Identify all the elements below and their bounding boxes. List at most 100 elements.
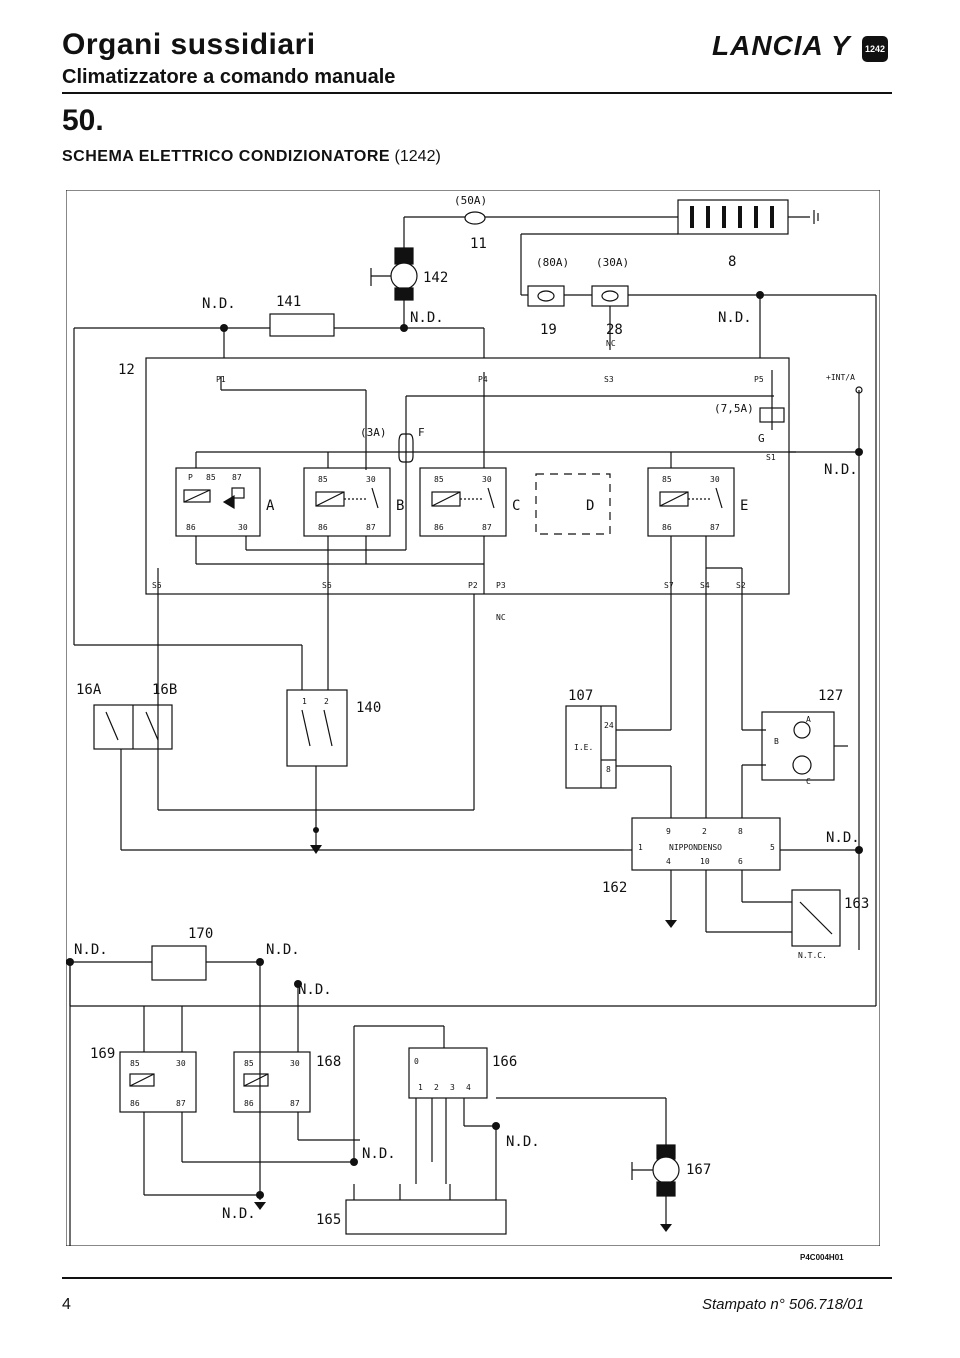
nd-label-162: N.D. xyxy=(826,830,860,846)
fuse-50a-label: (50A) xyxy=(454,194,487,207)
relay-b-pin-86: 86 xyxy=(318,523,328,532)
component-16b-label: 16B xyxy=(152,682,177,698)
pin-s6: S6 xyxy=(322,581,332,590)
relay-168-pin-85: 85 xyxy=(244,1059,254,1068)
relay-168-pin-30: 30 xyxy=(290,1059,300,1068)
component-142-label: 142 xyxy=(423,270,448,286)
pin-p4: P4 xyxy=(478,375,488,384)
switch-166-pin-2: 2 xyxy=(434,1083,439,1092)
ecu-162-pin-5: 5 xyxy=(770,843,775,852)
fuse-3a-label: (3A) xyxy=(360,426,387,439)
nd-label-141: N.D. xyxy=(202,296,236,312)
relay-e-pin-87: 87 xyxy=(710,523,720,532)
component-107-label: 107 xyxy=(568,688,593,704)
relay-b-pin-87: 87 xyxy=(366,523,376,532)
diagram-caption: SCHEMA ELETTRICO CONDIZIONATORE (1242) xyxy=(62,148,441,166)
relay-b-letter: B xyxy=(396,498,404,514)
relay-c-pin-87: 87 xyxy=(482,523,492,532)
pin-s5: S5 xyxy=(152,581,162,590)
relay-c-pin-85: 85 xyxy=(434,475,444,484)
relay-168-pin-86: 86 xyxy=(244,1099,254,1108)
sensor-127-pin-b: B xyxy=(774,737,779,746)
fuse-f-letter: F xyxy=(418,426,425,439)
nd-label-166: N.D. xyxy=(506,1134,540,1150)
diagram-reference-code: P4C004H01 xyxy=(800,1253,844,1262)
switch-166-pin-0: 0 xyxy=(414,1057,419,1066)
component-8-label: 8 xyxy=(728,254,736,270)
relay-b-pin-30: 30 xyxy=(366,475,376,484)
relay-e-pin-86: 86 xyxy=(662,523,672,532)
component-165-label: 165 xyxy=(316,1212,341,1228)
ecu-107-pin-24: 24 xyxy=(604,721,614,730)
footer-rule xyxy=(62,1277,892,1279)
fuse-7-5a-label: (7,5A) xyxy=(714,402,754,415)
section-number: 50. xyxy=(62,104,104,137)
nd-label-168: N.D. xyxy=(298,982,332,998)
header-rule xyxy=(62,92,892,94)
component-170-label: 170 xyxy=(188,926,213,942)
pin-s4: S4 xyxy=(700,581,710,590)
switch-140-pin-2: 2 xyxy=(324,697,329,706)
brand-logo: LANCIA Y xyxy=(712,30,851,61)
component-28-label: 28 xyxy=(606,322,623,338)
component-141-label: 141 xyxy=(276,294,301,310)
pin-s3: S3 xyxy=(604,375,614,384)
nd-label-170-right: N.D. xyxy=(266,942,300,958)
nd-label-170-left: N.D. xyxy=(74,942,108,958)
relay-e-pin-30: 30 xyxy=(710,475,720,484)
ecu-162-pin-10: 10 xyxy=(700,857,710,866)
relay-a-pin-86: 86 xyxy=(186,523,196,532)
wiring-diagram: (50A) 11 8 142 141 (80A) (30A) 19 28 12 … xyxy=(66,190,880,1246)
int-a-label: +INT/A xyxy=(826,373,855,382)
relay-a-pin-85: 85 xyxy=(206,473,216,482)
relay-e-pin-85: 85 xyxy=(662,475,672,484)
print-reference: Stampato n° 506.718/01 xyxy=(702,1296,864,1313)
nd-label-142: N.D. xyxy=(410,310,444,326)
component-162-label: 162 xyxy=(602,880,627,896)
nc-label-p3: NC xyxy=(496,613,506,622)
nd-label-bottom: N.D. xyxy=(222,1206,256,1222)
pin-s1: S1 xyxy=(766,453,776,462)
relay-e-letter: E xyxy=(740,498,748,514)
relay-a-pin-30: 30 xyxy=(238,523,248,532)
component-168-label: 168 xyxy=(316,1054,341,1070)
nc-label-s3: NC xyxy=(606,339,616,348)
ecu-107-pin-8: 8 xyxy=(606,765,611,774)
nd-label-165: N.D. xyxy=(362,1146,396,1162)
ecu-162-pin-2: 2 xyxy=(702,827,707,836)
pin-p5: P5 xyxy=(754,375,764,384)
nd-label-8: N.D. xyxy=(718,310,752,326)
switch-166-pin-1: 1 xyxy=(418,1083,423,1092)
ecu-162-pin-8: 8 xyxy=(738,827,743,836)
ecu-162-pin-4: 4 xyxy=(666,857,671,866)
component-140-label: 140 xyxy=(356,700,381,716)
fuse-30a-label: (30A) xyxy=(596,256,629,269)
pin-s7: S7 xyxy=(664,581,674,590)
component-16a-label: 16A xyxy=(76,682,102,698)
relay-169-pin-86: 86 xyxy=(130,1099,140,1108)
box-d-letter: D xyxy=(586,498,594,514)
relay-c-pin-30: 30 xyxy=(482,475,492,484)
ecu-162-pin-9: 9 xyxy=(666,827,671,836)
sensor-163-ntc: N.T.C. xyxy=(798,951,827,960)
component-127-label: 127 xyxy=(818,688,843,704)
nd-label-s1: N.D. xyxy=(824,462,858,478)
switch-166-pin-4: 4 xyxy=(466,1083,471,1092)
pin-p1: P1 xyxy=(216,375,226,384)
sensor-127-pin-c: C xyxy=(806,777,811,786)
relay-169-pin-85: 85 xyxy=(130,1059,140,1068)
relay-b-pin-85: 85 xyxy=(318,475,328,484)
relay-c-letter: C xyxy=(512,498,520,514)
component-166-label: 166 xyxy=(492,1054,517,1070)
relay-c-pin-86: 86 xyxy=(434,523,444,532)
pin-p3: P3 xyxy=(496,581,506,590)
switch-140-pin-1: 1 xyxy=(302,697,307,706)
page-section-title: Organi sussidiari xyxy=(62,28,316,61)
relay-a-pin-87: 87 xyxy=(232,473,242,482)
relay-169-pin-87: 87 xyxy=(176,1099,186,1108)
caption-code: (1242) xyxy=(394,148,441,165)
component-19-label: 19 xyxy=(540,322,557,338)
relay-169-pin-30: 30 xyxy=(176,1059,186,1068)
fuse-80a-label: (80A) xyxy=(536,256,569,269)
component-167-label: 167 xyxy=(686,1162,711,1178)
